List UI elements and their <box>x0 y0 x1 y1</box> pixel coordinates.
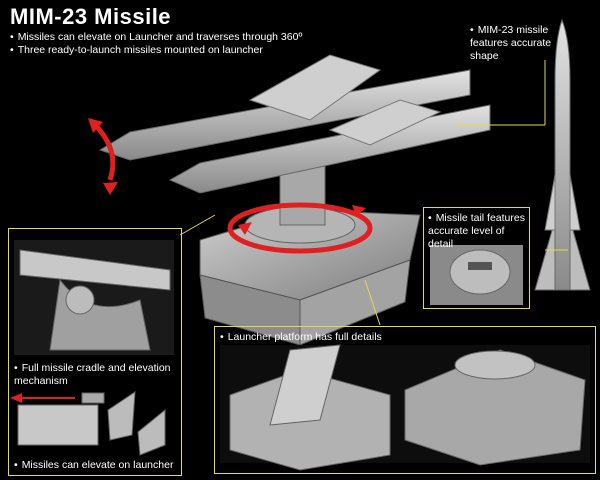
callout-tail: Missile tail features accurate level of … <box>428 212 528 251</box>
callout-shape-text: MIM-23 missile features accurate shape <box>470 24 551 62</box>
callout-cradle: Full missile cradle and elevation mechan… <box>14 362 174 388</box>
tail-detail-image <box>430 245 523 305</box>
cradle-detail-image <box>14 240 174 355</box>
callout-elevate: Missiles can elevate on launcher <box>14 459 178 472</box>
tail-detail-frame <box>423 207 530 309</box>
platform-detail-right <box>400 345 590 466</box>
callout-leaders <box>179 60 568 326</box>
elevation-arrow <box>88 118 118 195</box>
callout-elevate-text: Missiles can elevate on launcher <box>14 459 173 471</box>
page-title: MIM-23 Missile <box>10 4 172 29</box>
traverse-arrow <box>227 202 373 254</box>
platform-detail-left <box>220 344 400 471</box>
feature-bullet-1: Missiles can elevate on Launcher and tra… <box>10 31 303 44</box>
platform-detail-frame <box>214 326 596 474</box>
callout-platform: Launcher platform has full details <box>220 331 382 344</box>
callout-cradle-text: Full missile cradle and elevation mechan… <box>14 362 171 387</box>
launcher-missile-upper <box>98 54 471 161</box>
callout-tail-text: Missile tail features accurate level of … <box>428 212 525 250</box>
launcher-missile-lower <box>168 99 491 194</box>
callout-shape: MIM-23 missile features accurate shape <box>470 24 562 63</box>
loose-parts <box>10 391 166 456</box>
callout-platform-text: Launcher platform has full details <box>220 331 382 343</box>
feature-bullet-2: Three ready-to-launch missiles mounted o… <box>10 44 263 57</box>
standalone-missile <box>534 18 591 291</box>
cradle-detail-frame <box>8 228 182 476</box>
